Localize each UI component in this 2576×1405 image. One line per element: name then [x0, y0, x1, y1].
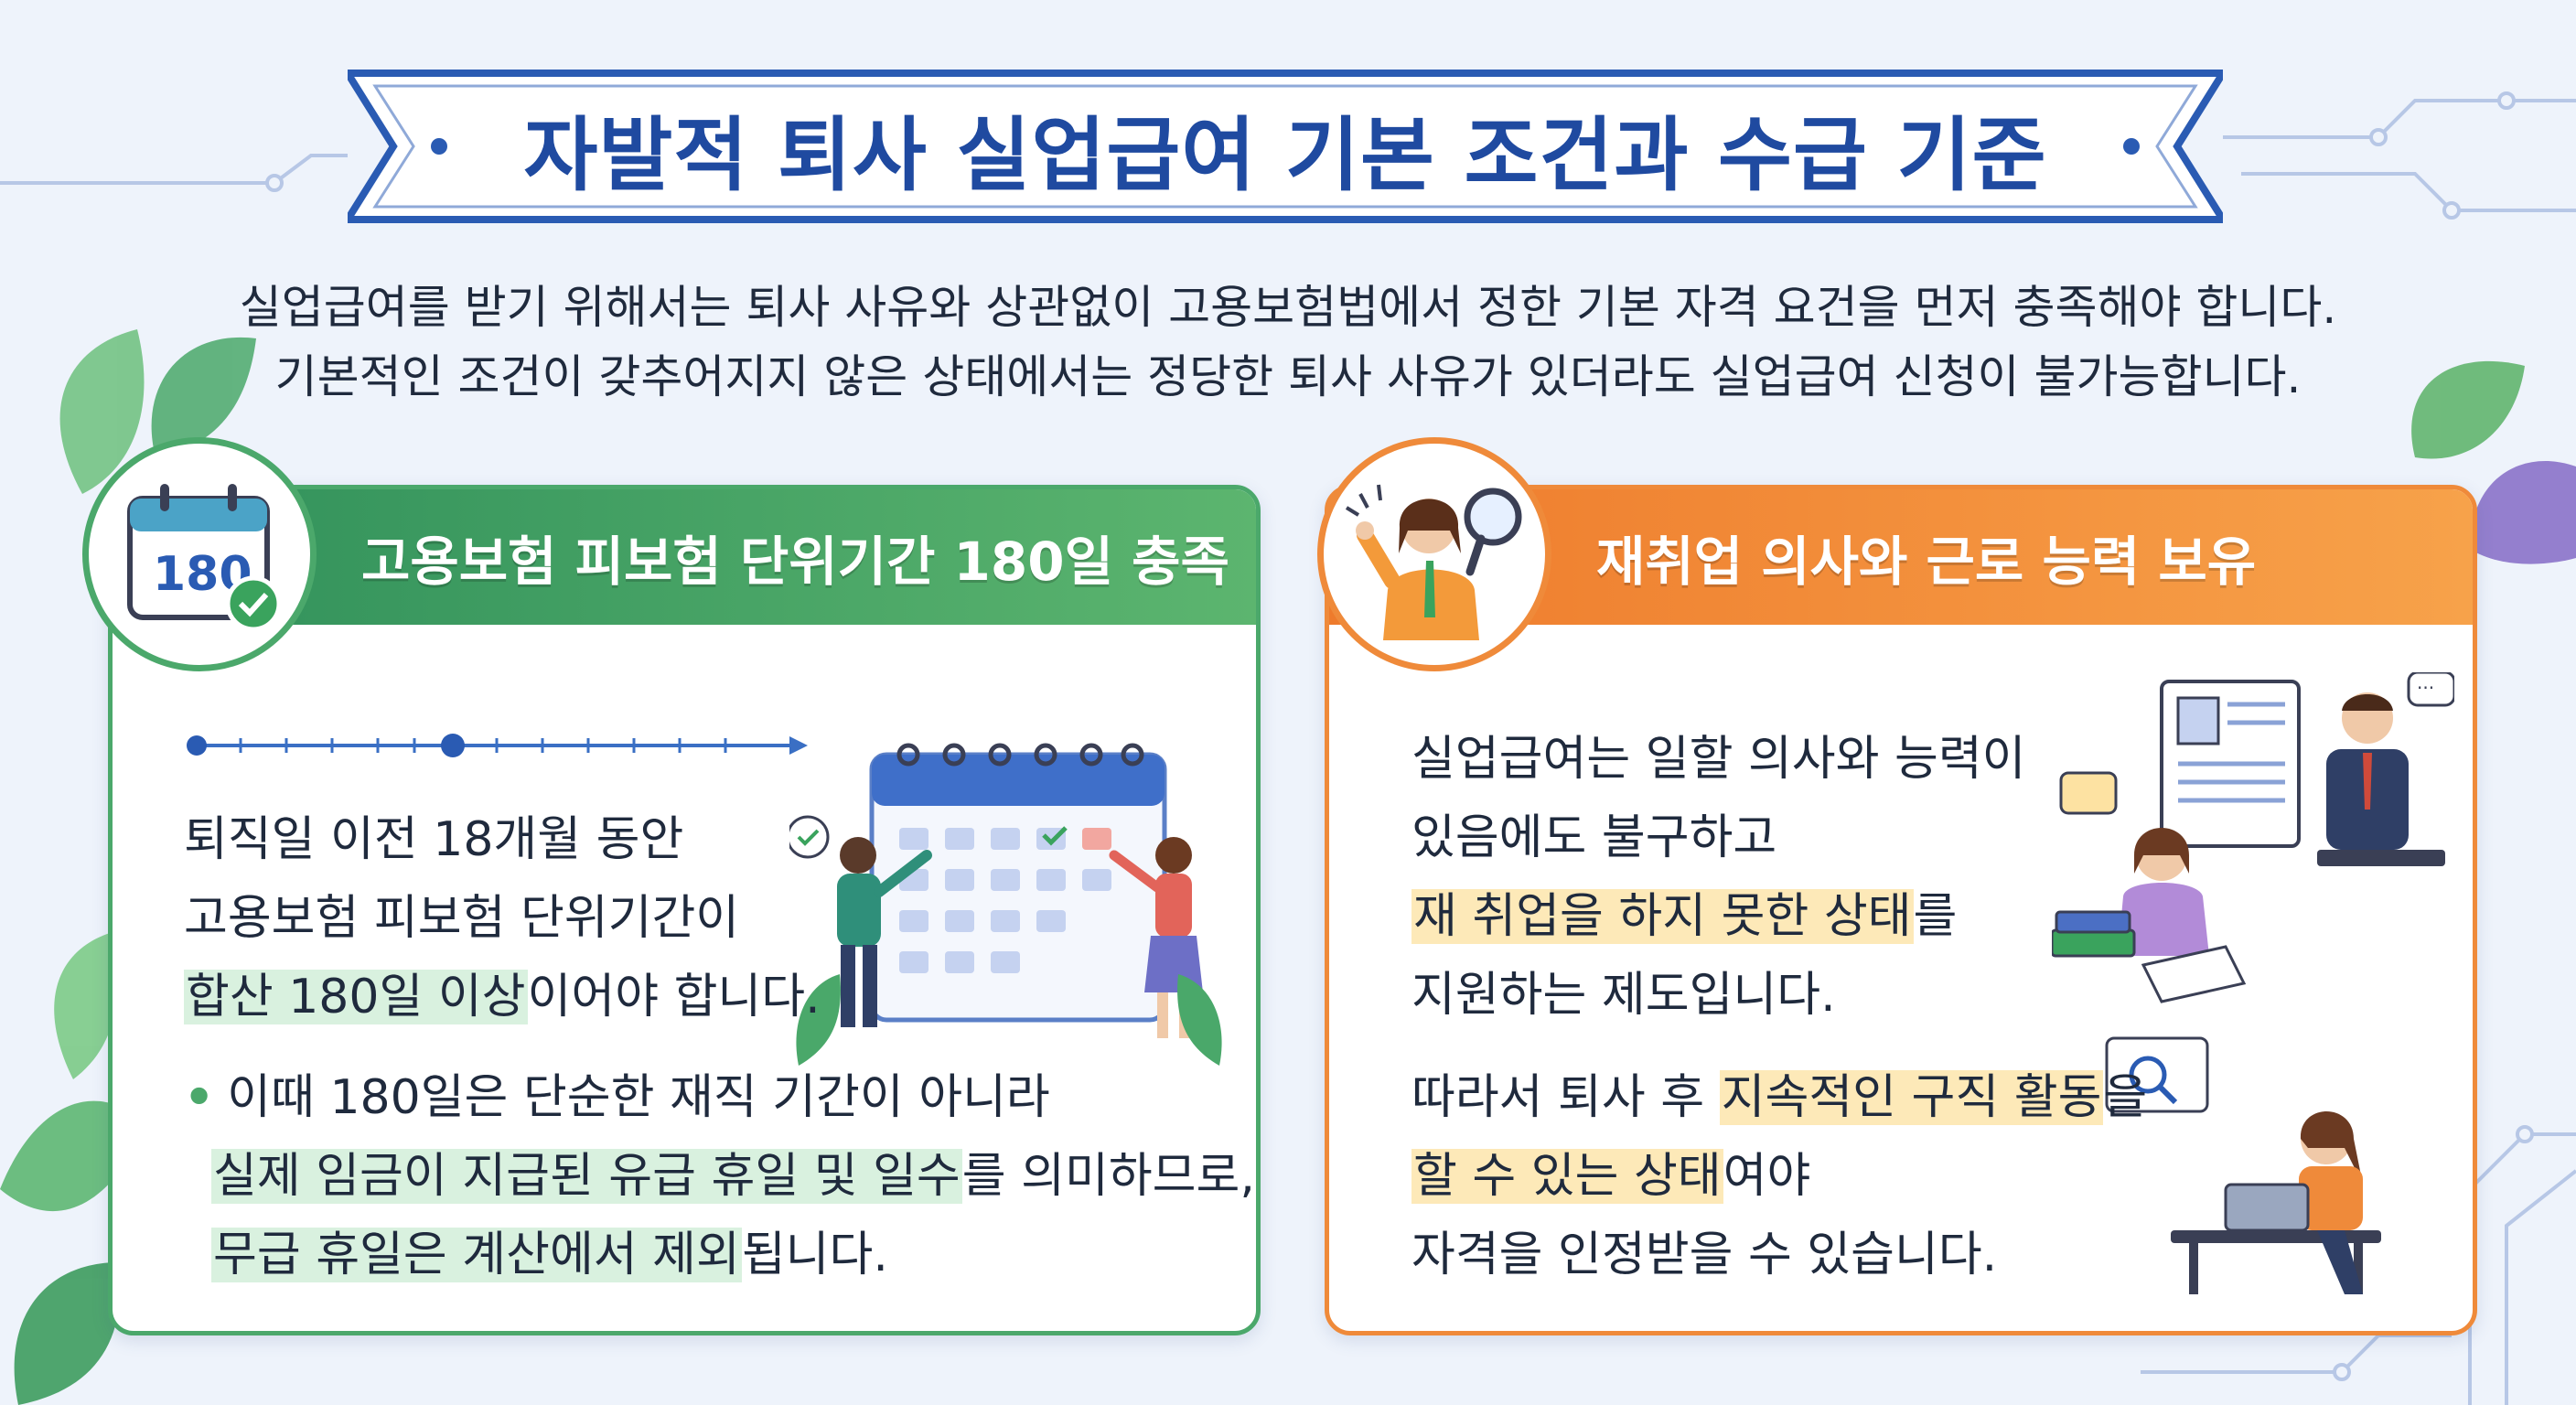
ribbon-dot-left-icon — [431, 138, 447, 155]
intro-line-1: 실업급여를 받기 위해서는 퇴사 사유와 상관없이 고용보험법에서 정한 기본 … — [239, 281, 2337, 334]
left-para-line-3: 합산 180일 이상이어야 합니다. — [184, 958, 821, 1036]
svg-text:···: ··· — [2417, 677, 2434, 699]
leaf-right-top — [2411, 360, 2576, 564]
right-para2-line-2: 할 수 있는 상태여야 — [1411, 1137, 2147, 1216]
page-title: 자발적 퇴사 실업급여 기본 조건과 수급 기준 — [523, 107, 2047, 202]
right-card-title: 재취업 의사와 근로 능력 보유 — [1596, 531, 2257, 593]
title-ribbon — [348, 70, 2223, 223]
right-para2-line-1-rest: 을 — [2103, 1070, 2148, 1125]
left-note-line-3: 무급 휴일은 계산에서 제외됩니다. — [184, 1216, 1255, 1294]
job-search-illustration: ··· — [2052, 672, 2454, 1294]
left-note-line-1: •이때 180일은 단순한 재직 기간이 아니라 — [184, 1058, 1255, 1137]
intro-line-2: 기본적인 조건이 갖추어지지 않은 상태에서는 정당한 퇴사 사유가 있더라도 … — [274, 350, 2302, 403]
right-para2-line-2-rest: 여야 — [1723, 1149, 1811, 1204]
bullet-icon: • — [184, 1070, 215, 1125]
right-para1-line-4: 지원하는 제도입니다. — [1411, 968, 1836, 1023]
left-note-highlight-2: 무급 휴일은 계산에서 제외 — [211, 1228, 742, 1282]
left-note-line-2: 실제 임금이 지급된 유급 휴일 및 일수를 의미하므로, — [184, 1137, 1255, 1216]
right-para2-line-1: 따라서 퇴사 후 지속적인 구직 활동을 — [1411, 1058, 2147, 1137]
right-para1-line-2: 있음에도 불구하고 — [1411, 810, 1777, 865]
right-para1-line-1: 실업급여는 일할 의사와 능력이 — [1411, 732, 2026, 787]
timeline-icon — [187, 734, 808, 757]
right-card: 재취업 의사와 근로 능력 보유 ··· 실 — [1325, 485, 2477, 1335]
circuit-lines-top-left — [0, 154, 348, 192]
calendar-180-badge: 180 — [82, 437, 317, 671]
left-card-paragraph: 퇴직일 이전 18개월 동안 고용보험 피보험 단위기간이 합산 180일 이상… — [184, 800, 821, 1036]
left-para-line-1: 퇴직일 이전 18개월 동안 — [184, 812, 684, 867]
right-card-paragraph-2: 따라서 퇴사 후 지속적인 구직 활동을 할 수 있는 상태여야 자격을 인정받… — [1411, 1058, 2147, 1294]
calendar-check-icon: 180 — [127, 484, 282, 632]
left-card-note: •이때 180일은 단순한 재직 기간이 아니라 실제 임금이 지급된 유급 휴… — [184, 1058, 1255, 1294]
right-card-paragraph-1: 실업급여는 일할 의사와 능력이 있음에도 불구하고 재 취업을 하지 못한 상… — [1411, 720, 2026, 1035]
right-para1-line-3: 재 취업을 하지 못한 상태를 — [1411, 877, 2026, 956]
right-para2-highlight-2: 할 수 있는 상태 — [1411, 1149, 1723, 1204]
job-seeker-badge — [1317, 437, 1551, 671]
magnifier-person-icon — [1345, 484, 1522, 640]
right-para1-highlight: 재 취업을 하지 못한 상태 — [1411, 889, 1914, 944]
calendar-illustration — [789, 743, 1222, 1066]
right-para2-line-3: 자격을 인정받을 수 있습니다. — [1411, 1228, 1998, 1282]
left-note-line-1-text: 이때 180일은 단순한 재직 기간이 아니라 — [227, 1070, 1050, 1125]
left-para-highlight: 합산 180일 이상 — [184, 970, 528, 1024]
left-note-line-2-rest: 를 의미하므로, — [961, 1149, 1255, 1204]
left-para-line-2: 고용보험 피보험 단위기간이 — [184, 891, 740, 946]
circuit-lines-top-right — [2223, 91, 2576, 220]
right-para2-line-1-pre: 따라서 퇴사 후 — [1411, 1070, 1720, 1125]
left-card-title: 고용보험 피보험 단위기간 180일 충족 — [361, 531, 1229, 593]
ribbon-dot-right-icon — [2123, 138, 2140, 155]
leaf-left-top — [59, 329, 256, 494]
right-para2-highlight-1: 지속적인 구직 활동 — [1719, 1070, 2104, 1125]
left-note-line-3-rest: 됩니다. — [741, 1228, 888, 1282]
circuit-lines-bottom-right — [2141, 1125, 2576, 1405]
left-para-line-3-rest: 이어야 합니다. — [527, 970, 821, 1024]
left-note-highlight-1: 실제 임금이 지급된 유급 휴일 및 일수 — [211, 1149, 962, 1204]
right-para1-line-3-rest: 를 — [1913, 889, 1958, 944]
